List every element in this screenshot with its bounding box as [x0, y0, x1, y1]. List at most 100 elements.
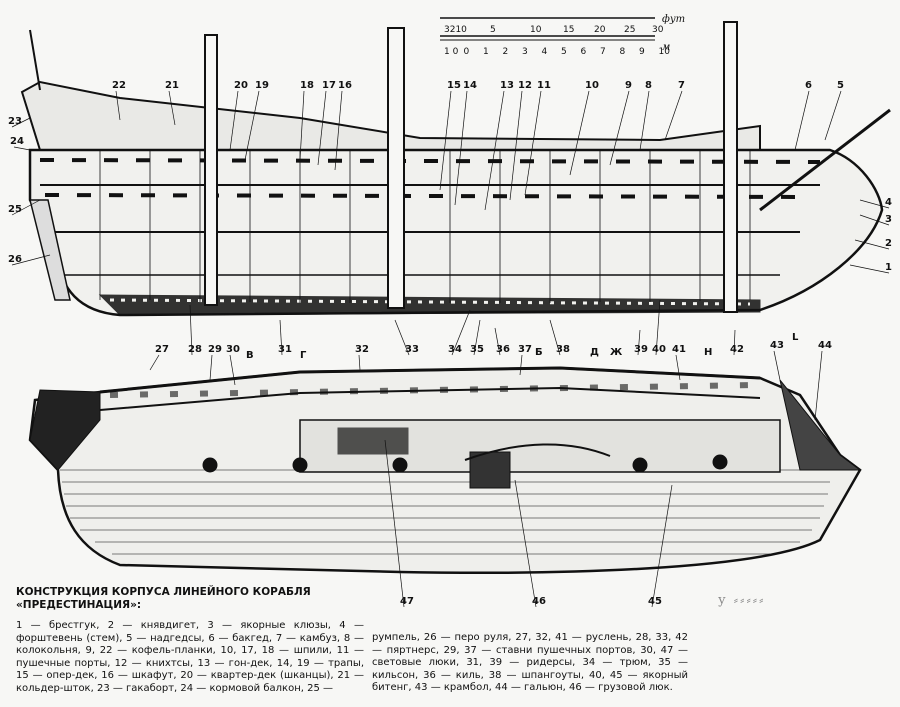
callout-leader-26 — [11, 254, 51, 266]
callout-leader-3 — [859, 214, 890, 226]
feet-tick-6: 30 — [652, 25, 664, 35]
callout-leader-34 — [451, 309, 471, 356]
callout-leader-47 — [384, 439, 405, 608]
callout-7: 7 — [678, 80, 685, 91]
callout-5: 5 — [837, 80, 844, 91]
callout-39: 39 — [634, 344, 648, 355]
callout-18: 18 — [300, 80, 314, 91]
callout-13: 13 — [500, 80, 514, 91]
callout-26: 26 — [8, 254, 22, 265]
callout-leader-12 — [509, 90, 523, 201]
callout-leader-38 — [549, 319, 561, 356]
feet-tick-4: 20 — [594, 25, 606, 35]
callout-leader-35 — [473, 319, 481, 356]
callout-10: 10 — [585, 80, 599, 91]
feet-tick-0: 3210 — [444, 25, 467, 35]
callout-43: 43 — [770, 340, 784, 351]
meter-tick-9: 8 — [620, 47, 626, 57]
callout-20: 20 — [234, 80, 248, 91]
legend-left-column: 1 — брестгук, 2 — княвдигет, 3 — якорные… — [16, 620, 364, 694]
caption-line-1: КОНСТРУКЦИЯ КОРПУСА ЛИНЕЙНОГО КОРАБЛЯ — [16, 586, 311, 598]
callout-leader-4 — [859, 199, 890, 209]
callout-leader-30 — [229, 354, 236, 386]
callout-leader-40 — [655, 299, 661, 356]
callout-leader-44 — [814, 350, 823, 421]
meter-tick-4: 3 — [522, 47, 528, 57]
callout-44: 44 — [818, 340, 832, 351]
callout-28: 28 — [188, 344, 202, 355]
callout-leader-6 — [794, 90, 810, 151]
callout-24: 24 — [10, 136, 24, 147]
callout-leader-5 — [824, 90, 842, 141]
callout-leader-46 — [514, 479, 537, 608]
callout-leader-32 — [358, 354, 361, 371]
callout-8: 8 — [645, 80, 652, 91]
callout-leader-16 — [334, 90, 343, 171]
callout-leader-10 — [569, 90, 590, 176]
feet-tick-2: 10 — [530, 25, 542, 35]
callout-36: 36 — [496, 344, 510, 355]
callout-leader-23 — [11, 117, 31, 128]
callout-leader-25 — [11, 199, 41, 216]
callout-41: 41 — [672, 344, 686, 355]
callout-leader-19 — [244, 90, 260, 161]
callout-leader-28 — [189, 304, 193, 356]
callout-9: 9 — [625, 80, 632, 91]
callout-leader-39 — [637, 329, 641, 356]
callout-leader-42 — [733, 329, 736, 356]
lower-hull-view — [28, 366, 862, 574]
upper-hull-section — [20, 21, 891, 317]
callout-leader-41 — [675, 354, 681, 381]
callout-leader-7 — [664, 90, 683, 141]
callout-16: 16 — [338, 80, 352, 91]
callout-leader-2 — [854, 239, 890, 250]
callout-leader-22 — [115, 90, 121, 121]
callout-23: 23 — [8, 116, 22, 127]
meter-tick-5: 4 — [542, 47, 548, 57]
callout-leader-11 — [524, 90, 542, 196]
mark-Б: Б — [535, 347, 543, 358]
meter-tick-8: 7 — [600, 47, 606, 57]
callout-32: 32 — [355, 344, 369, 355]
callout-12: 12 — [518, 80, 532, 91]
callout-29: 29 — [208, 344, 222, 355]
meter-tick-0: 1 0 — [444, 47, 459, 57]
callout-leader-36 — [494, 327, 501, 356]
callout-leader-43 — [773, 350, 781, 381]
feet-tick-3: 15 — [563, 25, 574, 35]
callout-leader-20 — [229, 90, 239, 151]
feet-unit-label: фут — [662, 14, 685, 25]
callout-33: 33 — [405, 344, 419, 355]
callout-21: 21 — [165, 80, 179, 91]
callout-leader-17 — [317, 90, 327, 166]
callout-leader-24 — [13, 146, 31, 151]
callout-40: 40 — [652, 344, 666, 355]
callout-2: 2 — [885, 238, 892, 249]
callout-leader-45 — [651, 484, 673, 608]
callout-leader-8 — [639, 90, 650, 151]
callout-leader-1 — [849, 264, 890, 274]
meter-tick-11: 10 — [659, 47, 671, 57]
callout-6: 6 — [805, 80, 812, 91]
legend-right-column: румпель, 26 — перо руля, 27, 32, 41 — ру… — [372, 632, 688, 693]
mark-В: В — [246, 350, 254, 361]
callout-22: 22 — [112, 80, 126, 91]
callout-leader-13 — [484, 90, 505, 211]
caption-line-2: «ПРЕДЕСТИНАЦИЯ»: — [16, 599, 142, 611]
meter-tick-3: 2 — [503, 47, 509, 57]
callout-15: 15 — [447, 80, 461, 91]
callout-11: 11 — [537, 80, 551, 91]
mark-Ж: Ж — [610, 347, 623, 358]
mark-Н: Н — [704, 347, 712, 358]
callout-37: 37 — [518, 344, 532, 355]
callout-leader-15 — [439, 90, 452, 191]
callout-27: 27 — [155, 344, 169, 355]
callout-31: 31 — [278, 344, 292, 355]
callout-17: 17 — [322, 80, 336, 91]
